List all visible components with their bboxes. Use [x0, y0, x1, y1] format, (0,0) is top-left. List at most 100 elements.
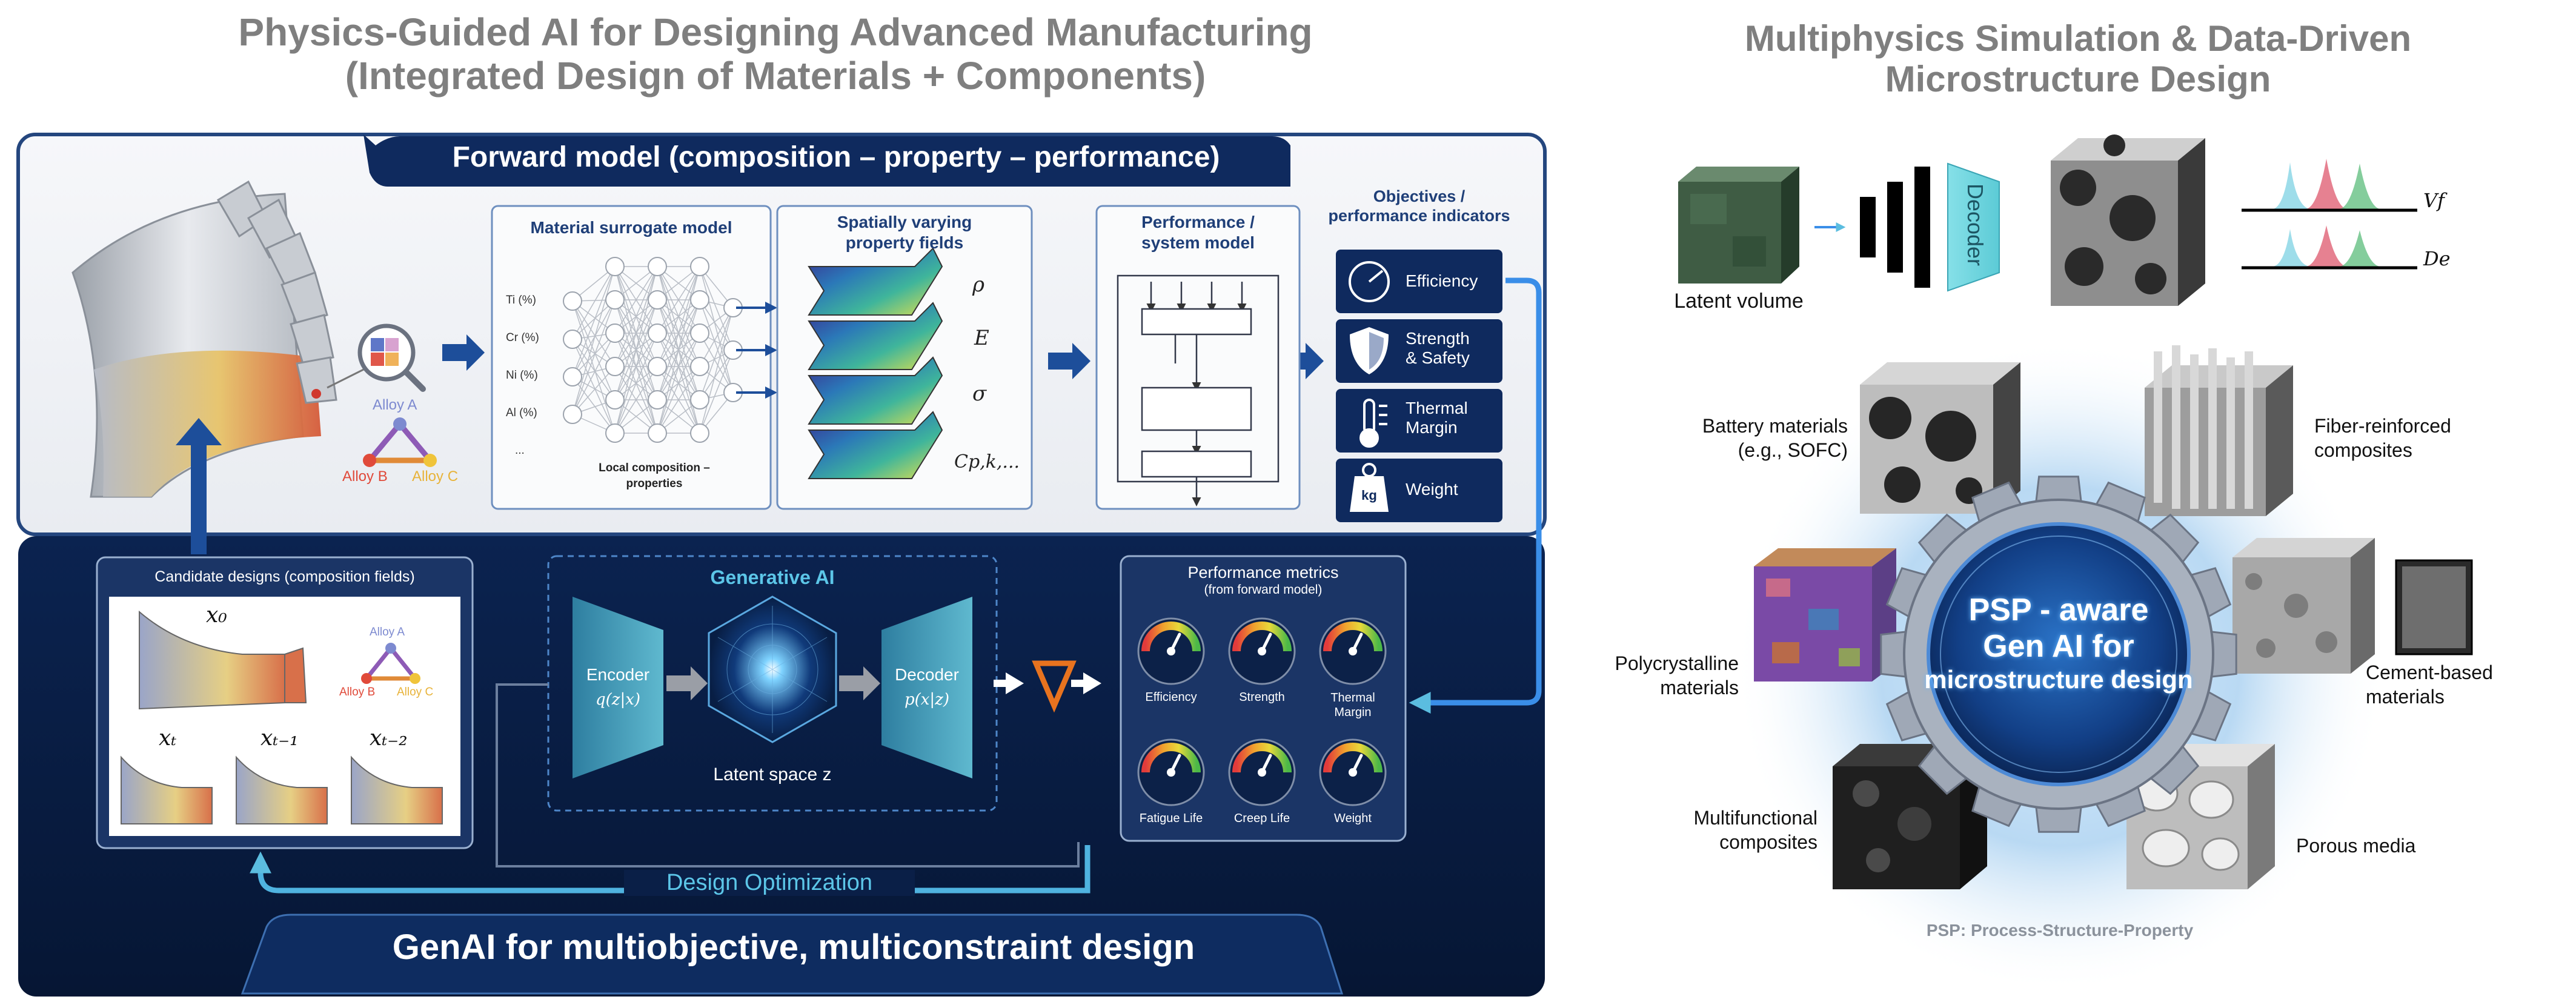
nn-node [648, 423, 667, 443]
turbine-illustration [71, 180, 426, 498]
genai-title: Generative AI [710, 566, 835, 588]
nn-edge [699, 350, 734, 434]
cement-micrograph-inner [2402, 566, 2466, 648]
surrogate-caption-line1: Local composition – [599, 462, 710, 474]
selection-triangle [1032, 660, 1077, 713]
gauge-hub [1349, 768, 1357, 777]
symbol-cp: Cp,k,... [954, 451, 1020, 473]
gauge-arc [1232, 622, 1292, 652]
multifunctional-label: Multifunctional composites [1636, 806, 1817, 854]
nn-edge [614, 266, 658, 334]
objective-strength-line2: & Safety [1406, 348, 1470, 368]
nn-edge [572, 299, 616, 377]
nn-edge [572, 266, 616, 377]
right-title-line1: Multiphysics Simulation & Data-Driven [1744, 18, 2412, 59]
polycrystalline-label-line1: Polycrystalline [1615, 652, 1739, 674]
objective-efficiency: Efficiency [1406, 271, 1478, 290]
candidate-xt2: xₜ₋₂ [370, 726, 408, 751]
system-model-flow [1117, 274, 1280, 506]
nn-edge [572, 299, 616, 415]
gauge-arc [1232, 743, 1292, 773]
nn-edge [614, 266, 658, 367]
thermometer-icon [1359, 399, 1387, 448]
gauge-hub [1167, 768, 1175, 777]
objective-thermal-line1: Thermal [1406, 399, 1468, 417]
weight-icon-label: kg [1361, 488, 1377, 503]
fiber-cube [2145, 345, 2293, 516]
nn-edge [572, 300, 616, 400]
nn-edge [572, 300, 616, 367]
nn-edge [699, 307, 734, 434]
psp-footer: PSP: Process-Structure-Property [1926, 921, 2194, 940]
nn-edge [614, 366, 658, 434]
encoder-shape [573, 597, 663, 778]
nn-edge [614, 333, 658, 434]
nn-node [563, 367, 582, 386]
nn-node [648, 290, 667, 310]
left-title-line2: (Integrated Design of Materials + Compon… [345, 53, 1206, 98]
alloy-triangle-top [363, 417, 437, 467]
gauge-arc [1323, 622, 1383, 652]
nn-node [690, 290, 709, 310]
nn-node [690, 423, 709, 443]
gear-center-line1: PSP - aware [1968, 592, 2149, 628]
candidate-xt: xₜ [159, 726, 177, 751]
cement-label-line2: materials [2366, 686, 2445, 708]
cement-label: Cement-based materials [2366, 660, 2523, 709]
nn-edge [699, 299, 734, 351]
latent-grid-lines [717, 606, 828, 733]
performance-model-box [1095, 205, 1301, 510]
performance-model-title: Performance / system model [1097, 212, 1300, 253]
decoder-shape [881, 597, 972, 778]
nn-node [690, 257, 709, 276]
decoder-label: Decoder [895, 665, 959, 684]
symbol-sigma: σ [972, 382, 987, 406]
cement-label-line1: Cement-based [2366, 662, 2493, 683]
nn-node [648, 390, 667, 410]
nn-edge [657, 266, 700, 334]
alloy-a-label-top: Alloy A [373, 397, 417, 413]
surrogate-caption: Local composition – properties [557, 460, 751, 491]
latent-volume-cube [1678, 167, 1799, 284]
selector-arrows [994, 672, 1101, 694]
center-gear [1880, 476, 2237, 833]
nn-edge [572, 333, 616, 415]
nn-node [648, 257, 667, 276]
gauge-hub [1349, 647, 1357, 655]
fields-title-line1: Spatially varying [837, 213, 972, 231]
alloy-a-label-bottom: Alloy A [370, 626, 405, 638]
decoder-bars [1860, 167, 1930, 288]
nn-edge [572, 376, 616, 434]
objectives-title: Objectives / performance indicators [1327, 187, 1512, 226]
nn-edge [657, 266, 700, 400]
fiber-label-line1: Fiber-reinforced [2314, 415, 2451, 437]
gear-center-line2: Gen AI for [1983, 628, 2134, 664]
alloy-b-label-bottom: Alloy B [339, 686, 376, 698]
gauge-label-strength: Strength [1239, 691, 1285, 704]
inner-loop-line [496, 683, 1080, 867]
latent-volume-label: Latent volume [1674, 290, 1804, 313]
gauge-label-thermal: Thermal Margin [1313, 691, 1392, 720]
nn-edge [614, 266, 658, 400]
nn-edge [572, 366, 616, 415]
polycrystalline-cube [1754, 548, 1896, 682]
nn-node [648, 323, 667, 343]
forward-banner-shape [363, 134, 1290, 187]
objective-thermal: Thermal Margin [1406, 399, 1468, 437]
alloy-c-label-bottom: Alloy C [397, 686, 434, 698]
surrogate-input-ni: Ni (%) [506, 369, 538, 382]
nn-edge [572, 339, 616, 434]
gauge-label-fatigue: Fatigue Life [1139, 812, 1203, 825]
gear-center-text: PSP - aware Gen AI for microstructure de… [1919, 592, 2198, 694]
objective-weight: Weight [1406, 480, 1458, 499]
weight-icon [1350, 463, 1389, 512]
up-arrow-head [176, 418, 222, 445]
objective-strength-line1: Strength [1406, 329, 1470, 348]
decoder-block [1947, 162, 2000, 292]
nn-edge [699, 266, 734, 393]
gear-center-line3: microstructure design [1924, 665, 2193, 694]
nn-node [563, 405, 582, 424]
bottom-banner-shape [241, 914, 1344, 995]
candidate-x0: x₀ [206, 603, 227, 628]
alloy-b-label-top: Alloy B [342, 468, 388, 485]
